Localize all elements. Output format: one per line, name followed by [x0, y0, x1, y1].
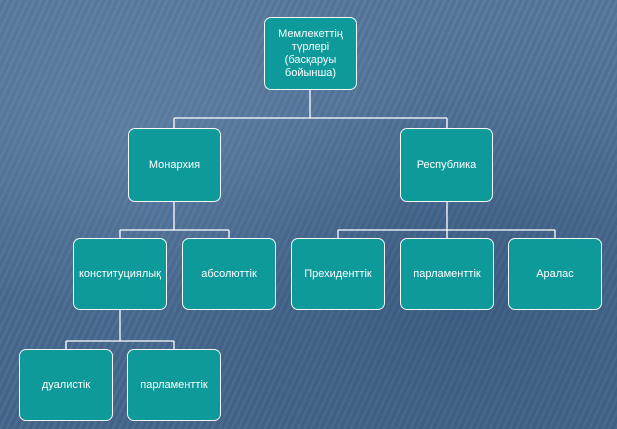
- node-dualistic-label: дуалистік: [41, 378, 91, 391]
- node-constitutional: конституциялық: [73, 238, 167, 310]
- node-monarchy-label: Монархия: [148, 158, 201, 171]
- node-parliamentary-republic: парламенттік: [400, 238, 494, 310]
- connector-constitutional: [65, 310, 175, 349]
- node-mixed: Аралас: [508, 238, 602, 310]
- node-root-label: Мемлекеттің түрлері (басқаруы бойынша): [278, 27, 343, 79]
- node-parliamentary-republic-label: парламенттік: [413, 267, 481, 280]
- node-monarchy: Монархия: [128, 128, 221, 202]
- node-parliamentary-monarchy-label: парламенттік: [140, 378, 208, 391]
- node-presidential: Прехиденттік: [291, 238, 385, 310]
- node-republic: Республика: [400, 128, 493, 202]
- node-root: Мемлекеттің түрлері (басқаруы бойынша): [264, 17, 357, 90]
- node-mixed-label: Аралас: [536, 267, 574, 280]
- node-absolute: абсолюттік: [182, 238, 276, 310]
- node-constitutional-label: конституциялық: [78, 267, 161, 280]
- connector-monarchy: [119, 202, 230, 238]
- node-presidential-label: Прехиденттік: [304, 267, 372, 280]
- node-republic-label: Республика: [416, 158, 477, 171]
- node-parliamentary-monarchy: парламенттік: [127, 349, 221, 421]
- node-dualistic: дуалистік: [19, 349, 113, 421]
- node-absolute-label: абсолюттік: [201, 267, 257, 280]
- connector-root: [173, 90, 448, 128]
- connector-republic: [337, 202, 556, 238]
